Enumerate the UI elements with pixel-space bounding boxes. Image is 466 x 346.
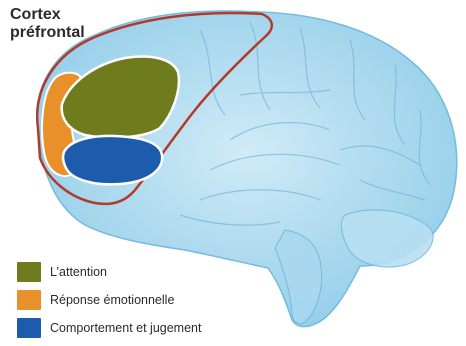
legend-label-attention: L’attention	[50, 265, 107, 279]
legend: L’attention Réponse émotionnelle Comport…	[17, 258, 201, 342]
legend-swatch-behavior	[17, 318, 41, 338]
legend-label-emotional: Réponse émotionnelle	[50, 293, 174, 307]
legend-item-attention: L’attention	[17, 258, 201, 286]
legend-swatch-attention	[17, 262, 41, 282]
legend-item-behavior: Comportement et jugement	[17, 314, 201, 342]
legend-label-behavior: Comportement et jugement	[50, 321, 201, 335]
region-behavior	[63, 136, 162, 185]
diagram-title: Cortex préfrontal	[10, 6, 85, 42]
legend-item-emotional: Réponse émotionnelle	[17, 286, 201, 314]
title-line-2: préfrontal	[10, 24, 85, 42]
title-line-1: Cortex	[10, 6, 85, 24]
legend-swatch-emotional	[17, 290, 41, 310]
